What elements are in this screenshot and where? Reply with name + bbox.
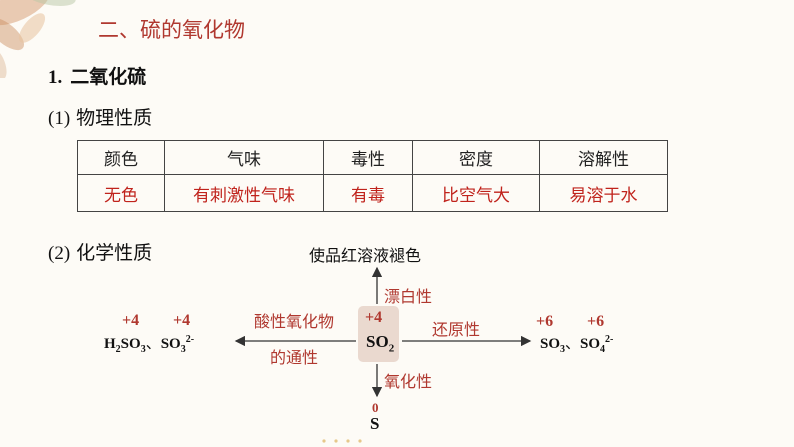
left-so: SO — [120, 336, 141, 352]
physical-label: 物理性质 — [76, 107, 153, 129]
physical-properties-table: 颜色 气味 毒性 密度 溶解性 无色 有刺激性气味 有毒 比空气大 易溶于水 — [77, 140, 668, 212]
page-title: 二、硫的氧化物 — [98, 18, 245, 42]
table-cell: 易溶于水 — [539, 174, 668, 212]
acidic-oxide-label-2: 的通性 — [270, 348, 319, 367]
center-formula-base: SO — [366, 332, 389, 351]
center-highlight-box — [358, 306, 399, 362]
table-header-cell: 密度 — [412, 140, 540, 175]
bottom-valence: 0 — [372, 400, 379, 415]
left-sulfite: SO — [160, 336, 181, 352]
bottom-product: S — [370, 414, 380, 433]
right-sulfate-charge: 2- — [605, 334, 614, 345]
bleach-result-text: 使品红溶液褪色 — [309, 246, 422, 265]
physical-number: (1) — [48, 108, 71, 129]
left-separator: 、 — [145, 336, 161, 352]
center-formula-sub: 2 — [388, 342, 395, 355]
right-sulfate: SO — [580, 336, 601, 352]
section-number: 1. — [48, 67, 63, 88]
left-products: H2SO3、SO32- — [104, 332, 194, 355]
chemical-number: (2) — [48, 243, 71, 264]
acidic-oxide-label-1: 酸性氧化物 — [254, 312, 335, 331]
chemical-label: 化学性质 — [76, 242, 153, 264]
physical-properties-heading: (1)物理性质 — [48, 103, 152, 130]
left-valence-1: +4 — [122, 312, 140, 329]
chemical-properties-heading: (2)化学性质 — [48, 238, 152, 265]
left-valence-2: +4 — [173, 312, 191, 329]
center-valence: +4 — [365, 309, 383, 326]
decorative-leaves-icon — [0, 0, 76, 78]
table-header-cell: 气味 — [164, 140, 324, 175]
table-cell: 比空气大 — [412, 174, 540, 212]
right-valence-1: +6 — [536, 313, 554, 330]
table-cell: 无色 — [77, 174, 165, 212]
left-sulfite-charge: 2- — [185, 334, 195, 345]
decorative-dots-icon — [322, 439, 362, 443]
right-so: SO — [540, 336, 561, 352]
section-heading: 1. 二氧化硫 — [48, 62, 146, 89]
reducing-label: 还原性 — [432, 320, 481, 339]
left-so-sub: 3 — [140, 344, 146, 355]
right-products: SO3、SO42- — [540, 332, 613, 355]
table-cell: 有刺激性气味 — [164, 174, 324, 212]
table-header-cell: 毒性 — [323, 140, 413, 175]
right-so-sub: 3 — [560, 344, 566, 355]
table-cell: 有毒 — [323, 174, 413, 212]
section-label: 二氧化硫 — [70, 66, 147, 88]
left-h-sub: 2 — [115, 344, 121, 355]
right-separator: 、 — [565, 336, 581, 352]
center-formula: SO2 — [366, 332, 394, 354]
left-sulfite-sub: 3 — [180, 344, 186, 355]
table-row: 无色 有刺激性气味 有毒 比空气大 易溶于水 — [77, 174, 668, 212]
left-h: H — [104, 336, 116, 352]
right-valence-2: +6 — [587, 313, 605, 330]
right-sulfate-sub: 4 — [600, 344, 606, 355]
bleaching-label: 漂白性 — [384, 287, 433, 306]
oxidizing-label: 氧化性 — [384, 372, 433, 391]
